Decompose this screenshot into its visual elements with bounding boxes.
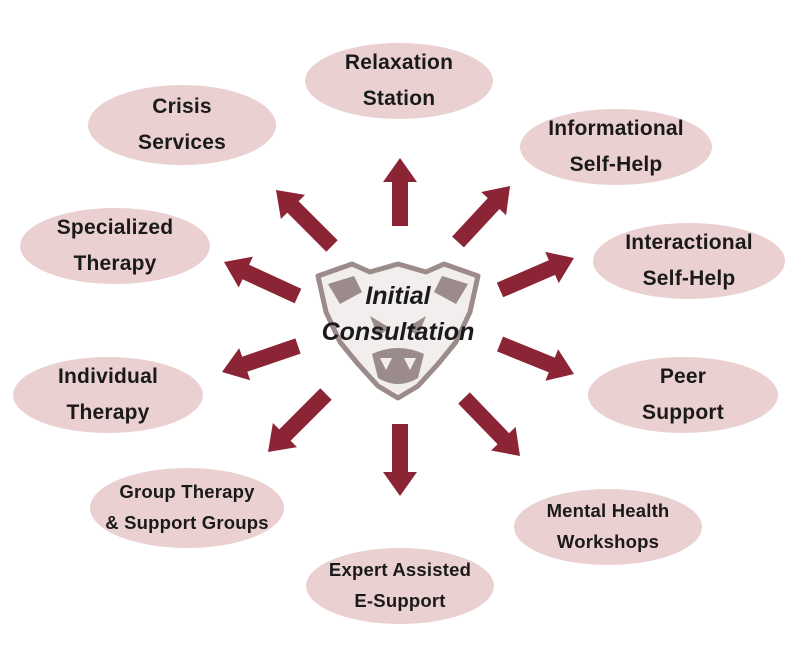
- node-line-2: Self-Help: [642, 267, 736, 290]
- center-line-1: Initial: [365, 282, 431, 310]
- node-line-2: & Support Groups: [105, 512, 269, 533]
- node-line-1: Individual: [57, 365, 158, 389]
- informational-self-help-node: Informational Self-Help: [520, 109, 712, 185]
- arrow-to-crisis-services: [276, 190, 338, 252]
- mental-health-workshops-node: Mental Health Workshops: [514, 489, 702, 565]
- node-line-1: Mental Health: [546, 500, 670, 522]
- node-line-2: Support: [642, 401, 724, 424]
- arrow-to-peer-support: [497, 336, 574, 381]
- center-line-2: Consultation: [321, 318, 475, 347]
- arrow-to-relaxation-station: [383, 158, 417, 226]
- node-line-1: Peer: [659, 365, 707, 389]
- node-line-1: Expert Assisted: [328, 559, 472, 581]
- node-line-2: Services: [137, 131, 226, 154]
- node-line-1: Informational: [548, 117, 684, 141]
- crisis-services-node: Crisis Services: [88, 85, 276, 165]
- individual-therapy-node: Individual Therapy: [13, 357, 203, 433]
- interactional-self-help-node: Interactional Self-Help: [593, 223, 785, 299]
- arrow-to-group-therapy: [268, 388, 332, 452]
- arrow-to-interactional-self-help: [496, 251, 574, 298]
- bear-mascot-icon: [315, 261, 481, 401]
- node-line-1: Group Therapy: [119, 481, 255, 503]
- node-line-1: Crisis: [152, 95, 212, 119]
- node-line-1: Interactional: [625, 231, 753, 255]
- specialized-therapy-node: Specialized Therapy: [20, 208, 210, 284]
- arrow-to-specialized-therapy: [224, 256, 302, 304]
- initial-consultation-label: Initial Consultation: [300, 278, 496, 351]
- arrow-to-informational-self-help: [452, 186, 510, 248]
- arrow-to-individual-therapy: [222, 338, 301, 381]
- arrow-to-expert-assisted-e-support: [383, 424, 417, 496]
- node-line-1: Specialized: [56, 216, 174, 240]
- node-line-2: E-Support: [354, 590, 446, 611]
- node-line-2: Self-Help: [569, 153, 663, 176]
- group-therapy-node: Group Therapy & Support Groups: [90, 468, 284, 548]
- expert-assisted-e-support-node: Expert Assisted E-Support: [306, 548, 494, 624]
- node-line-2: Therapy: [66, 401, 150, 424]
- node-line-2: Therapy: [73, 252, 157, 275]
- relaxation-station-node: Relaxation Station: [305, 43, 493, 119]
- node-line-1: Relaxation: [344, 51, 454, 75]
- arrow-to-mental-health-workshops: [458, 392, 520, 456]
- node-line-2: Station: [362, 87, 436, 110]
- node-line-2: Workshops: [556, 531, 660, 552]
- peer-support-node: Peer Support: [588, 357, 778, 433]
